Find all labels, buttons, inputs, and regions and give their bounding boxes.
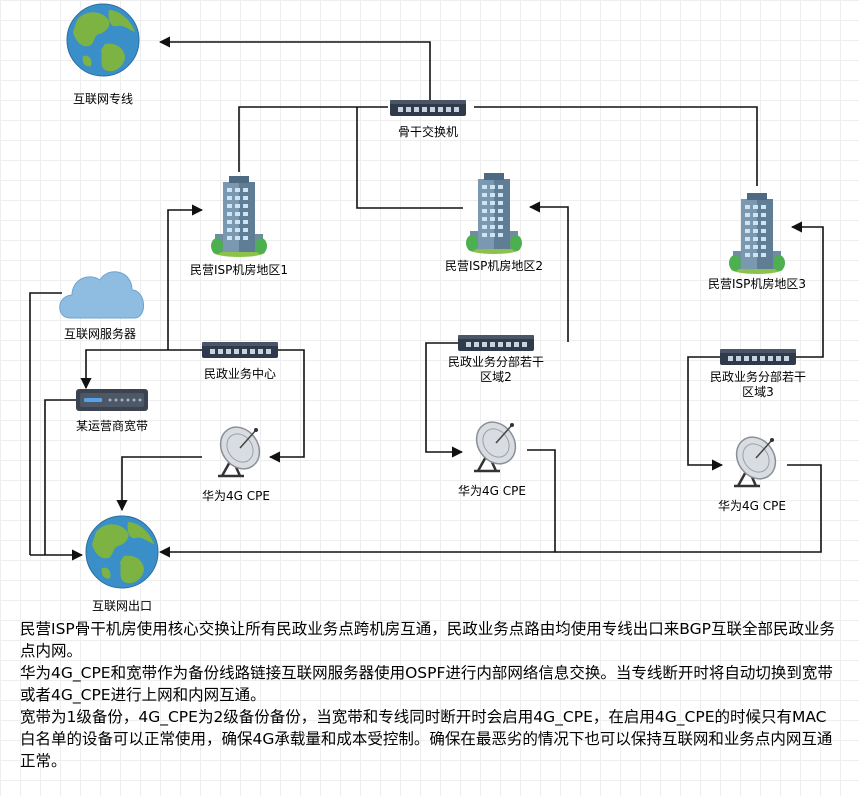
description-paragraph-1: 民营ISP骨干机房使用核心交换让所有民政业务点跨机房互通，民政业务点路由均使用专… (20, 620, 835, 660)
connection-lines (29, 36, 824, 561)
cpe2-dish-icon (467, 413, 525, 473)
network-diagram: 互联网专线 骨干交换机 民营ISP机房地区1 民营ISP机房地区2 民营ISP机… (29, 3, 824, 612)
civil-branch2-label-line2: 区域2 (480, 370, 512, 384)
civil-branch3-switch-icon (720, 349, 796, 365)
diagram-description: 民营ISP骨干机房使用核心交换让所有民政业务点跨机房互通，民政业务点路由均使用专… (20, 618, 840, 772)
civil-branch3-label-line2: 区域3 (742, 385, 774, 399)
internet-server-cloud-icon (59, 271, 144, 319)
isp-area2-label: 民营ISP机房地区2 (445, 258, 543, 273)
cpe3-dish-icon (727, 428, 785, 488)
cpe1-dish-icon (211, 418, 269, 478)
internet-line-globe-icon (66, 3, 140, 77)
civil-branch3-label-line1: 民政业务分部若干 (710, 369, 806, 384)
isp-area3-label: 民营ISP机房地区3 (708, 276, 806, 291)
civil-center-switch-icon (202, 342, 278, 358)
internet-server-label: 互联网服务器 (64, 326, 136, 341)
cpe1-label: 华为4G CPE (202, 489, 270, 503)
description-paragraph-3: 宽带为1级备份，4G_CPE为2级备份备份，当宽带和专线同时断开时会启用4G_C… (20, 708, 833, 770)
internet-exit-globe-icon (85, 515, 159, 589)
backbone-switch-label: 骨干交换机 (398, 124, 458, 139)
isp-area2-building-icon (466, 173, 522, 254)
civil-branch2-switch-icon (458, 335, 534, 351)
internet-line-label: 互联网专线 (73, 91, 133, 106)
isp-area1-label: 民营ISP机房地区1 (190, 262, 288, 277)
cpe3-label: 华为4G CPE (718, 499, 786, 513)
internet-exit-label: 互联网出口 (92, 599, 152, 612)
isp-area3-building-icon (729, 193, 785, 274)
backbone-switch-icon (390, 100, 466, 116)
carrier-broadband-router-icon (76, 389, 148, 411)
isp-area1-building-icon (211, 176, 267, 257)
civil-center-label: 民政业务中心 (204, 366, 276, 381)
description-paragraph-2: 华为4G_CPE和宽带作为备份线路链接互联网服务器使用OSPF进行内部网络信息交… (20, 664, 833, 704)
cpe2-label: 华为4G CPE (458, 484, 526, 498)
civil-branch2-label-line1: 民政业务分部若干 (448, 354, 544, 369)
carrier-broadband-label: 某运营商宽带 (76, 418, 148, 433)
